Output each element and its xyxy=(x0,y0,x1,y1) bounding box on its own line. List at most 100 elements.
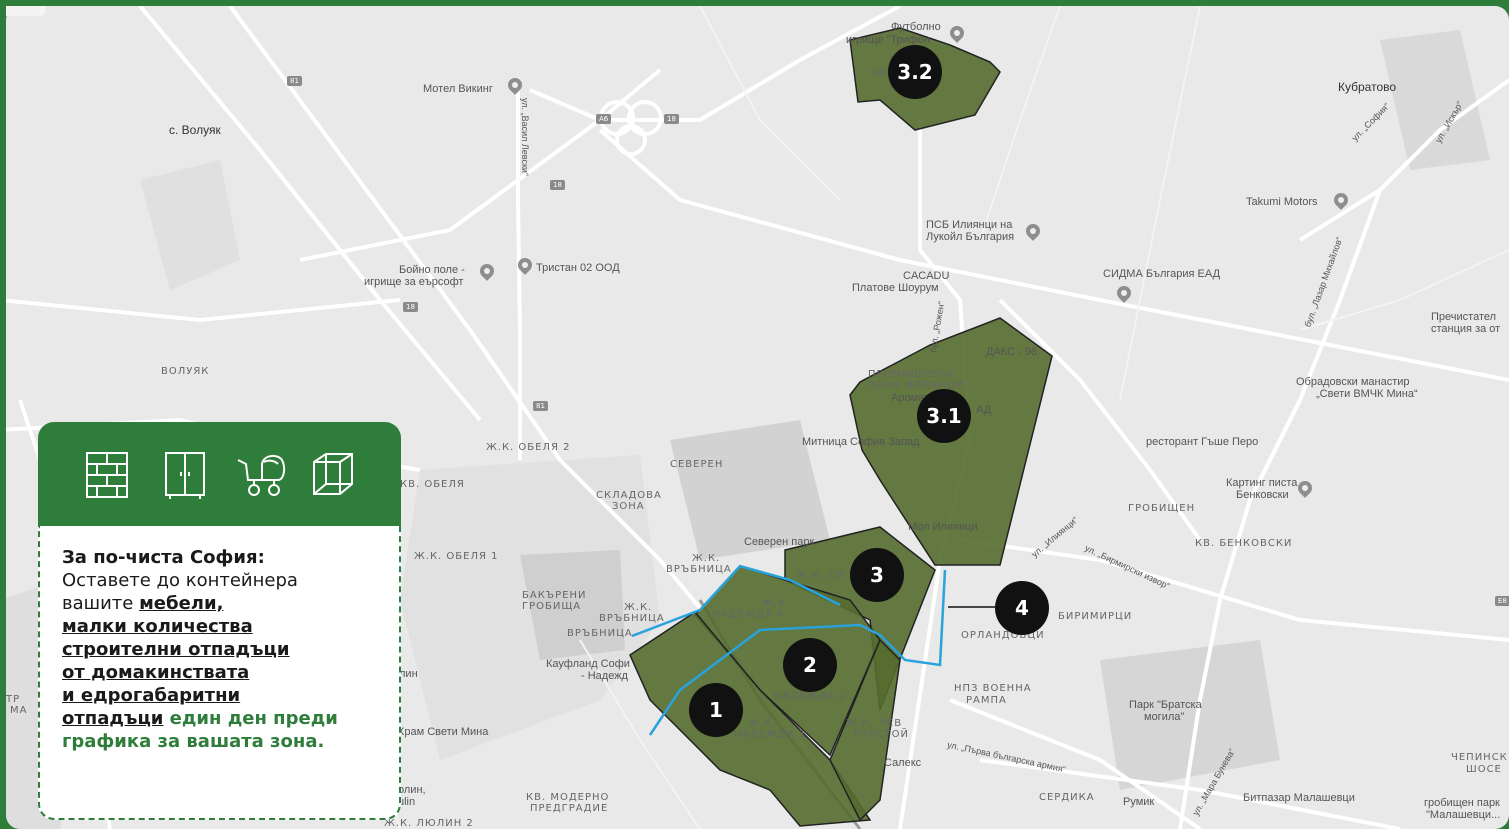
place-takumi[interactable]: Takumi Motors xyxy=(1246,196,1318,208)
place-futbolno-1[interactable]: Футболно xyxy=(891,21,941,33)
place-ulin[interactable]: ulin xyxy=(398,796,416,808)
place-benkovski[interactable]: КВ. БЕНКОВСКИ xyxy=(1195,538,1293,549)
place-karting-2[interactable]: Бенковски xyxy=(1236,489,1289,501)
place-moderno-2[interactable]: ПРЕДГРАДИЕ xyxy=(530,803,609,814)
place-skladova-1[interactable]: СКЛАДОВА xyxy=(596,490,662,501)
place-ad[interactable]: АД xyxy=(976,404,992,416)
place-vrabnitsa-2[interactable]: ВРЪБНИЦА xyxy=(666,564,732,575)
place-psb-1[interactable]: ПСБ Илиянци на xyxy=(926,219,1013,231)
road-shield-81: 81 xyxy=(533,401,548,411)
place-chepinsko-2[interactable]: ШОСЕ xyxy=(1466,764,1502,775)
place-severen-park[interactable]: Северен парк xyxy=(744,536,815,548)
wardrobe-icon xyxy=(165,452,205,499)
place-obrad-2[interactable]: „Свети ВМЧК Мина“ xyxy=(1316,388,1418,400)
place-skladova-2[interactable]: ЗОНА xyxy=(612,501,645,512)
place-karting-1[interactable]: Картинг писта xyxy=(1226,477,1298,489)
place-rumik[interactable]: Румик xyxy=(1123,796,1155,808)
zone-2-badge[interactable]: 2 xyxy=(783,638,837,692)
place-nad1-b[interactable]: НАДЕЖДА 1 xyxy=(734,729,807,740)
place-chepinsko-1[interactable]: ЧЕПИНСК xyxy=(1451,752,1508,763)
place-lyulin[interactable]: Ж.К. ЛЮЛИН 2 xyxy=(384,818,474,829)
place-tristan[interactable]: Тристан 02 ООД xyxy=(536,262,620,274)
road-shield-a6: A6 xyxy=(596,114,612,124)
zone-3-badge[interactable]: 3 xyxy=(850,548,904,602)
road-shield-18: 18 xyxy=(403,302,418,312)
place-vrabnitsa-1[interactable]: Ж.К. xyxy=(692,553,721,564)
place-motel[interactable]: Мотел Викинг xyxy=(423,83,493,95)
place-tr[interactable]: ТР xyxy=(6,694,21,705)
road-shield-81: 81 xyxy=(287,76,302,86)
place-nad4-a[interactable]: Ж.К. xyxy=(762,598,791,609)
place-boino-2[interactable]: игрище за еърсофт xyxy=(364,276,464,288)
place-voluyak-village[interactable]: с. Волуяк xyxy=(169,123,221,137)
zone-1-area[interactable] xyxy=(629,611,872,827)
place-nad4-b[interactable]: НАДЕЖДА 4 xyxy=(712,609,785,620)
place-obrad-1[interactable]: Обрадовски манастир xyxy=(1296,376,1410,388)
place-mol[interactable]: Мол Илиянци xyxy=(908,521,978,533)
place-futbolno-2[interactable]: игрище "Трифон xyxy=(846,34,931,46)
place-park-1[interactable]: Парк "Братска xyxy=(1129,699,1202,711)
info-panel-text: За по-чиста София: Оставете до контейнер… xyxy=(62,546,392,753)
place-gpark-1[interactable]: гробищен парк xyxy=(1424,797,1500,809)
info-panel-header xyxy=(38,422,401,526)
place-severen[interactable]: СЕВЕРЕН xyxy=(670,459,724,470)
place-orlandovtsi[interactable]: ОРЛАНДОВЦИ xyxy=(961,630,1045,641)
place-kubratovo[interactable]: Кубратово xyxy=(1338,80,1397,94)
place-birimirtsi[interactable]: БИРИМИРЦИ xyxy=(1058,611,1133,622)
place-lev-2[interactable]: ТОЛСТОЙ xyxy=(852,729,909,740)
place-daks[interactable]: ДАКС - 96 xyxy=(986,346,1038,358)
place-npz-2[interactable]: РАМПА xyxy=(966,695,1007,706)
place-nad1-a[interactable]: Ж.К. xyxy=(748,718,777,729)
place-vrabnitsa-small[interactable]: ВРЪБНИЦА xyxy=(567,628,633,639)
zone-1-badge[interactable]: 1 xyxy=(689,683,743,737)
place-ma[interactable]: МА xyxy=(10,705,28,716)
place-obelya-1[interactable]: Ж.К. ОБЕЛЯ 1 xyxy=(414,551,499,562)
place-bitpazar[interactable]: Битпазар Малашевци xyxy=(1243,792,1355,804)
panel-bulky: и едрогабаритни xyxy=(62,685,241,706)
place-zhk-sv[interactable]: Ж.К. СВ xyxy=(796,570,845,581)
place-boino-1[interactable]: Бойно поле - xyxy=(399,264,465,276)
place-salex[interactable]: Салекс xyxy=(884,757,922,769)
place-park-2[interactable]: могила" xyxy=(1144,711,1185,723)
place-kaufland-2[interactable]: - Надежд xyxy=(581,670,628,682)
place-grobishten[interactable]: ГРОБИЩЕН xyxy=(1128,503,1196,514)
road-shield-18: 18 xyxy=(550,180,565,190)
place-bakarreni-1[interactable]: БАКЪРЕНИ xyxy=(522,590,587,601)
zone-4-badge[interactable]: 4 xyxy=(995,581,1049,635)
place-nad2[interactable]: НАДЕЖДА 2 xyxy=(774,691,847,702)
place-cacadu-1[interactable]: CACADU xyxy=(903,270,950,282)
place-obelya-2[interactable]: Ж.К. ОБЕЛЯ 2 xyxy=(486,442,571,453)
zone-3-2-badge[interactable]: 3.2 xyxy=(888,45,942,99)
place-moderno-1[interactable]: КВ. МОДЕРНО xyxy=(526,792,610,803)
place-prech-1[interactable]: Пречистател xyxy=(1431,311,1497,323)
place-hram[interactable]: Храм Свети Мина xyxy=(397,726,489,738)
place-promish-1[interactable]: ПРОМИШЛЕНА xyxy=(868,369,955,380)
place-prech-2[interactable]: станция за от xyxy=(1431,323,1501,335)
place-lin[interactable]: лин xyxy=(399,668,418,680)
place-bakarreni-2[interactable]: ГРОБИЩА xyxy=(522,601,582,612)
place-kaufland-1[interactable]: Кауфланд Софи xyxy=(546,658,630,670)
place-npz-1[interactable]: НПЗ ВОЕННА xyxy=(954,683,1032,694)
zone-3-1-badge[interactable]: 3.1 xyxy=(917,389,971,443)
place-vrabnitsa-3[interactable]: Ж.К. xyxy=(624,602,653,613)
place-kv-obelya[interactable]: КВ. ОБЕЛЯ xyxy=(400,479,465,490)
zone-lev-tolstoy-area[interactable] xyxy=(829,638,901,822)
panel-green: един ден преди графика за вашата зона. xyxy=(62,708,338,752)
place-psb-2[interactable]: Лукойл България xyxy=(926,231,1015,243)
road-shield-18: 18 xyxy=(664,114,679,124)
place-olin[interactable]: олин, xyxy=(398,784,426,796)
panel-line-2: вашите xyxy=(62,593,140,614)
place-restaurant[interactable]: ресторант Гъше Перо xyxy=(1146,436,1259,448)
place-gpark-2[interactable]: "Малашевци... xyxy=(1426,809,1501,821)
place-cacadu-2[interactable]: Платове Шоурум xyxy=(852,282,939,294)
road-vasil-levski: ул. „Васил Левски“ xyxy=(519,98,530,176)
place-lev-1[interactable]: Ж.К. ЛЕВ xyxy=(846,718,903,729)
place-sidma[interactable]: СИДМА България ЕАД xyxy=(1103,268,1221,280)
place-promish-2[interactable]: ЗОНА ИЛИЯНЦИ xyxy=(868,380,965,391)
place-serdika[interactable]: СЕРДИКА xyxy=(1039,792,1095,803)
map-frame[interactable]: 81 A6 18 18 18 81 E8 Мотел Викинг с. Вол… xyxy=(6,6,1509,829)
place-kv[interactable]: КВ xyxy=(872,68,888,79)
place-voluyak[interactable]: ВОЛУЯК xyxy=(161,366,210,377)
place-mitnitsa[interactable]: Митница София Запад xyxy=(802,436,920,448)
place-vrabnitsa-4[interactable]: ВРЪБНИЦА xyxy=(599,613,665,624)
